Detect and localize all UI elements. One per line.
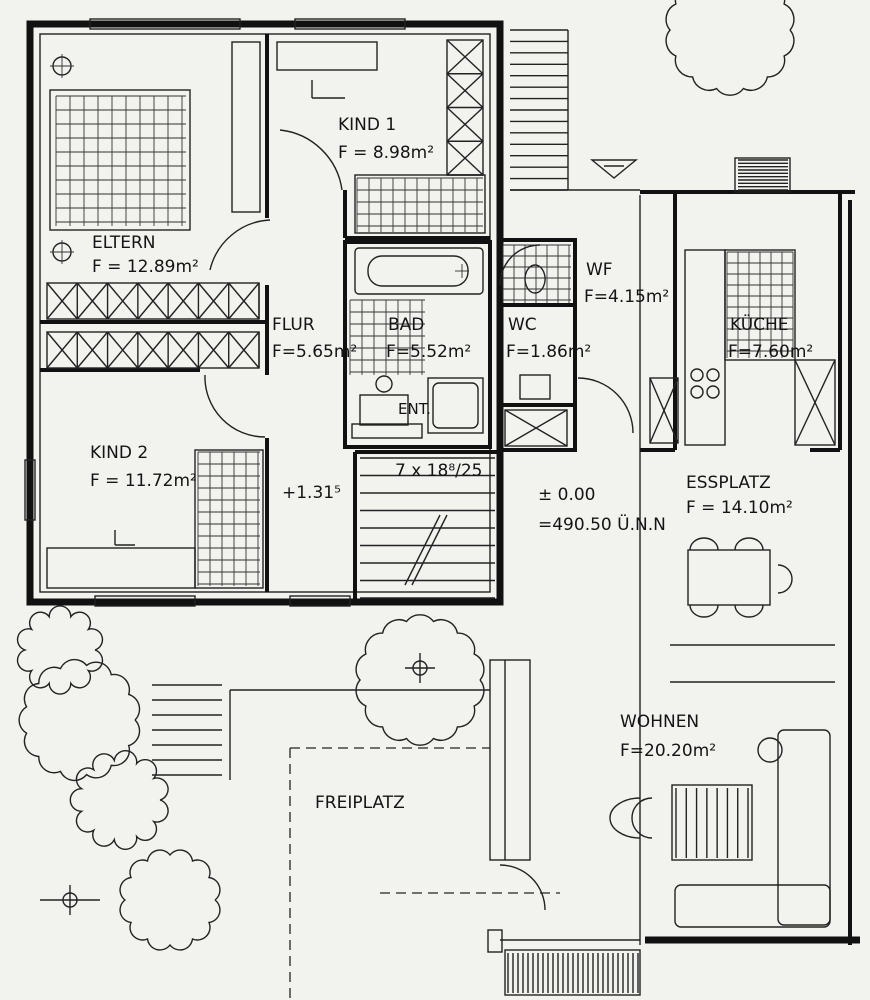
kind1-name: KIND 1 xyxy=(338,115,396,135)
wf-name: WF xyxy=(586,260,613,280)
wf-area: F=4.15m² xyxy=(584,287,669,307)
essplatz-area: F = 14.10m² xyxy=(686,498,793,518)
bad-name: BAD xyxy=(388,315,424,335)
bad-area: F=5.52m² xyxy=(386,342,471,362)
level-annotations: +1.31⁵ ± 0.00 =490.50 Ü.N.N 7 x 18⁸/25 E… xyxy=(282,400,666,535)
level-ground: ± 0.00 xyxy=(538,485,596,505)
kitchen-living-walls xyxy=(500,157,860,945)
windows xyxy=(24,18,406,607)
level-upper: +1.31⁵ xyxy=(282,483,341,503)
elevation: =490.50 Ü.N.N xyxy=(538,513,666,535)
kueche-area: F=7.60m² xyxy=(728,342,813,362)
ent-label: ENT. xyxy=(398,400,431,418)
wc-area: F=1.86m² xyxy=(506,342,591,362)
stair-dimension: 7 x 18⁸/25 xyxy=(395,461,483,481)
freiplatz-name: FREIPLATZ xyxy=(315,793,405,813)
bad-walls xyxy=(343,240,492,449)
wc-name: WC xyxy=(508,315,537,335)
living-sofa xyxy=(609,729,831,928)
stair-entry xyxy=(152,684,222,776)
kind2-name: KIND 2 xyxy=(90,443,148,463)
double-bed xyxy=(49,41,261,264)
level-marker-icon xyxy=(590,159,638,179)
eltern-wardrobe xyxy=(46,282,260,320)
kind1-area: F = 8.98m² xyxy=(338,143,434,163)
wf-wc-block xyxy=(498,238,577,452)
room-labels: ELTERN F = 12.89m² KIND 1 F = 8.98m² KIN… xyxy=(90,115,813,813)
dining-table xyxy=(670,537,835,683)
kind2-area: F = 11.72m² xyxy=(90,471,197,491)
essplatz-name: ESSPLATZ xyxy=(686,473,771,493)
kind2-wardrobe xyxy=(46,331,260,369)
eltern-area: F = 12.89m² xyxy=(92,257,199,277)
kitchen-counters xyxy=(649,249,836,446)
door-swings xyxy=(204,129,634,438)
terrace xyxy=(229,659,641,1000)
stair-upper xyxy=(510,29,640,191)
section-mark-icon xyxy=(40,653,435,915)
kind1-furniture xyxy=(276,39,486,234)
flur-area: F=5.65m² xyxy=(272,342,357,362)
wohnen-area: F=20.20m² xyxy=(620,741,716,761)
flur-name: FLUR xyxy=(272,315,315,335)
wohnen-name: WOHNEN xyxy=(620,712,699,732)
garden-shrubs xyxy=(16,0,795,951)
stair-main xyxy=(360,457,495,599)
eltern-name: ELTERN xyxy=(92,233,156,253)
bathroom-fixtures xyxy=(349,247,484,439)
kind2-bed xyxy=(46,449,264,589)
kueche-name: KÜCHE xyxy=(730,313,789,335)
